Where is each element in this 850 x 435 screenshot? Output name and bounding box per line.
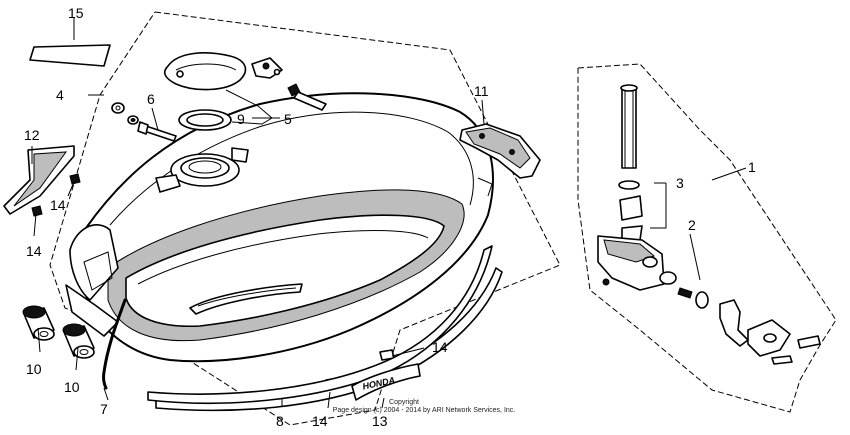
washers[interactable] xyxy=(111,102,139,125)
leader-lines xyxy=(31,89,747,409)
callout-3: 3 xyxy=(676,175,684,191)
copyright-notice: Copyright Page design (c) 2004 - 2014 by… xyxy=(333,399,516,414)
callout-10-b: 10 xyxy=(64,379,80,395)
part-4-filler-cap[interactable] xyxy=(163,52,247,91)
part-12-side-plate[interactable] xyxy=(3,145,75,215)
callout-2: 2 xyxy=(688,217,696,233)
copyright-line-1: Copyright xyxy=(389,399,419,406)
part-15-plate[interactable] xyxy=(29,18,111,67)
part-14-nut-a[interactable] xyxy=(69,173,81,185)
petcock-assembly-outline xyxy=(577,63,837,413)
callout-14-a: 14 xyxy=(50,197,66,213)
part-11-bracket[interactable] xyxy=(459,123,541,179)
part-14-nut-b[interactable] xyxy=(31,205,43,217)
callout-8: 8 xyxy=(276,413,284,429)
callout-15: 15 xyxy=(68,5,84,21)
callout-9: 9 xyxy=(237,111,245,127)
fuel-tank[interactable] xyxy=(65,92,494,363)
part-7-tube[interactable] xyxy=(102,298,127,390)
callout-7: 7 xyxy=(100,401,108,417)
part-3-filter-screen[interactable] xyxy=(618,84,643,243)
callout-11: 11 xyxy=(474,83,489,99)
callout-13: 13 xyxy=(372,413,388,429)
callout-14-d: 14 xyxy=(312,413,328,429)
copyright-line-2: Page design (c) 2004 - 2014 by ARI Netwo… xyxy=(333,407,516,414)
callout-12: 12 xyxy=(24,127,40,143)
callout-labels: 15 4 6 9 5 11 12 1 3 14 2 14 14 10 10 7 … xyxy=(24,5,756,429)
part-10-damper-b[interactable] xyxy=(62,323,95,359)
callout-1: 1 xyxy=(748,159,756,175)
callout-5: 5 xyxy=(284,111,292,127)
cap-hinge[interactable] xyxy=(251,57,327,111)
part-8-trim-molding[interactable] xyxy=(147,245,503,412)
part-6-bolt[interactable] xyxy=(137,121,177,142)
part-2-petcock-body[interactable] xyxy=(597,235,665,291)
callout-14-b: 14 xyxy=(26,243,42,259)
callout-6: 6 xyxy=(147,91,155,107)
callout-10-a: 10 xyxy=(26,361,42,377)
callout-4: 4 xyxy=(56,87,64,103)
callout-14-c: 14 xyxy=(432,339,448,355)
petcock-small-parts[interactable] xyxy=(659,271,821,365)
part-9-cap-gasket[interactable] xyxy=(178,109,232,131)
